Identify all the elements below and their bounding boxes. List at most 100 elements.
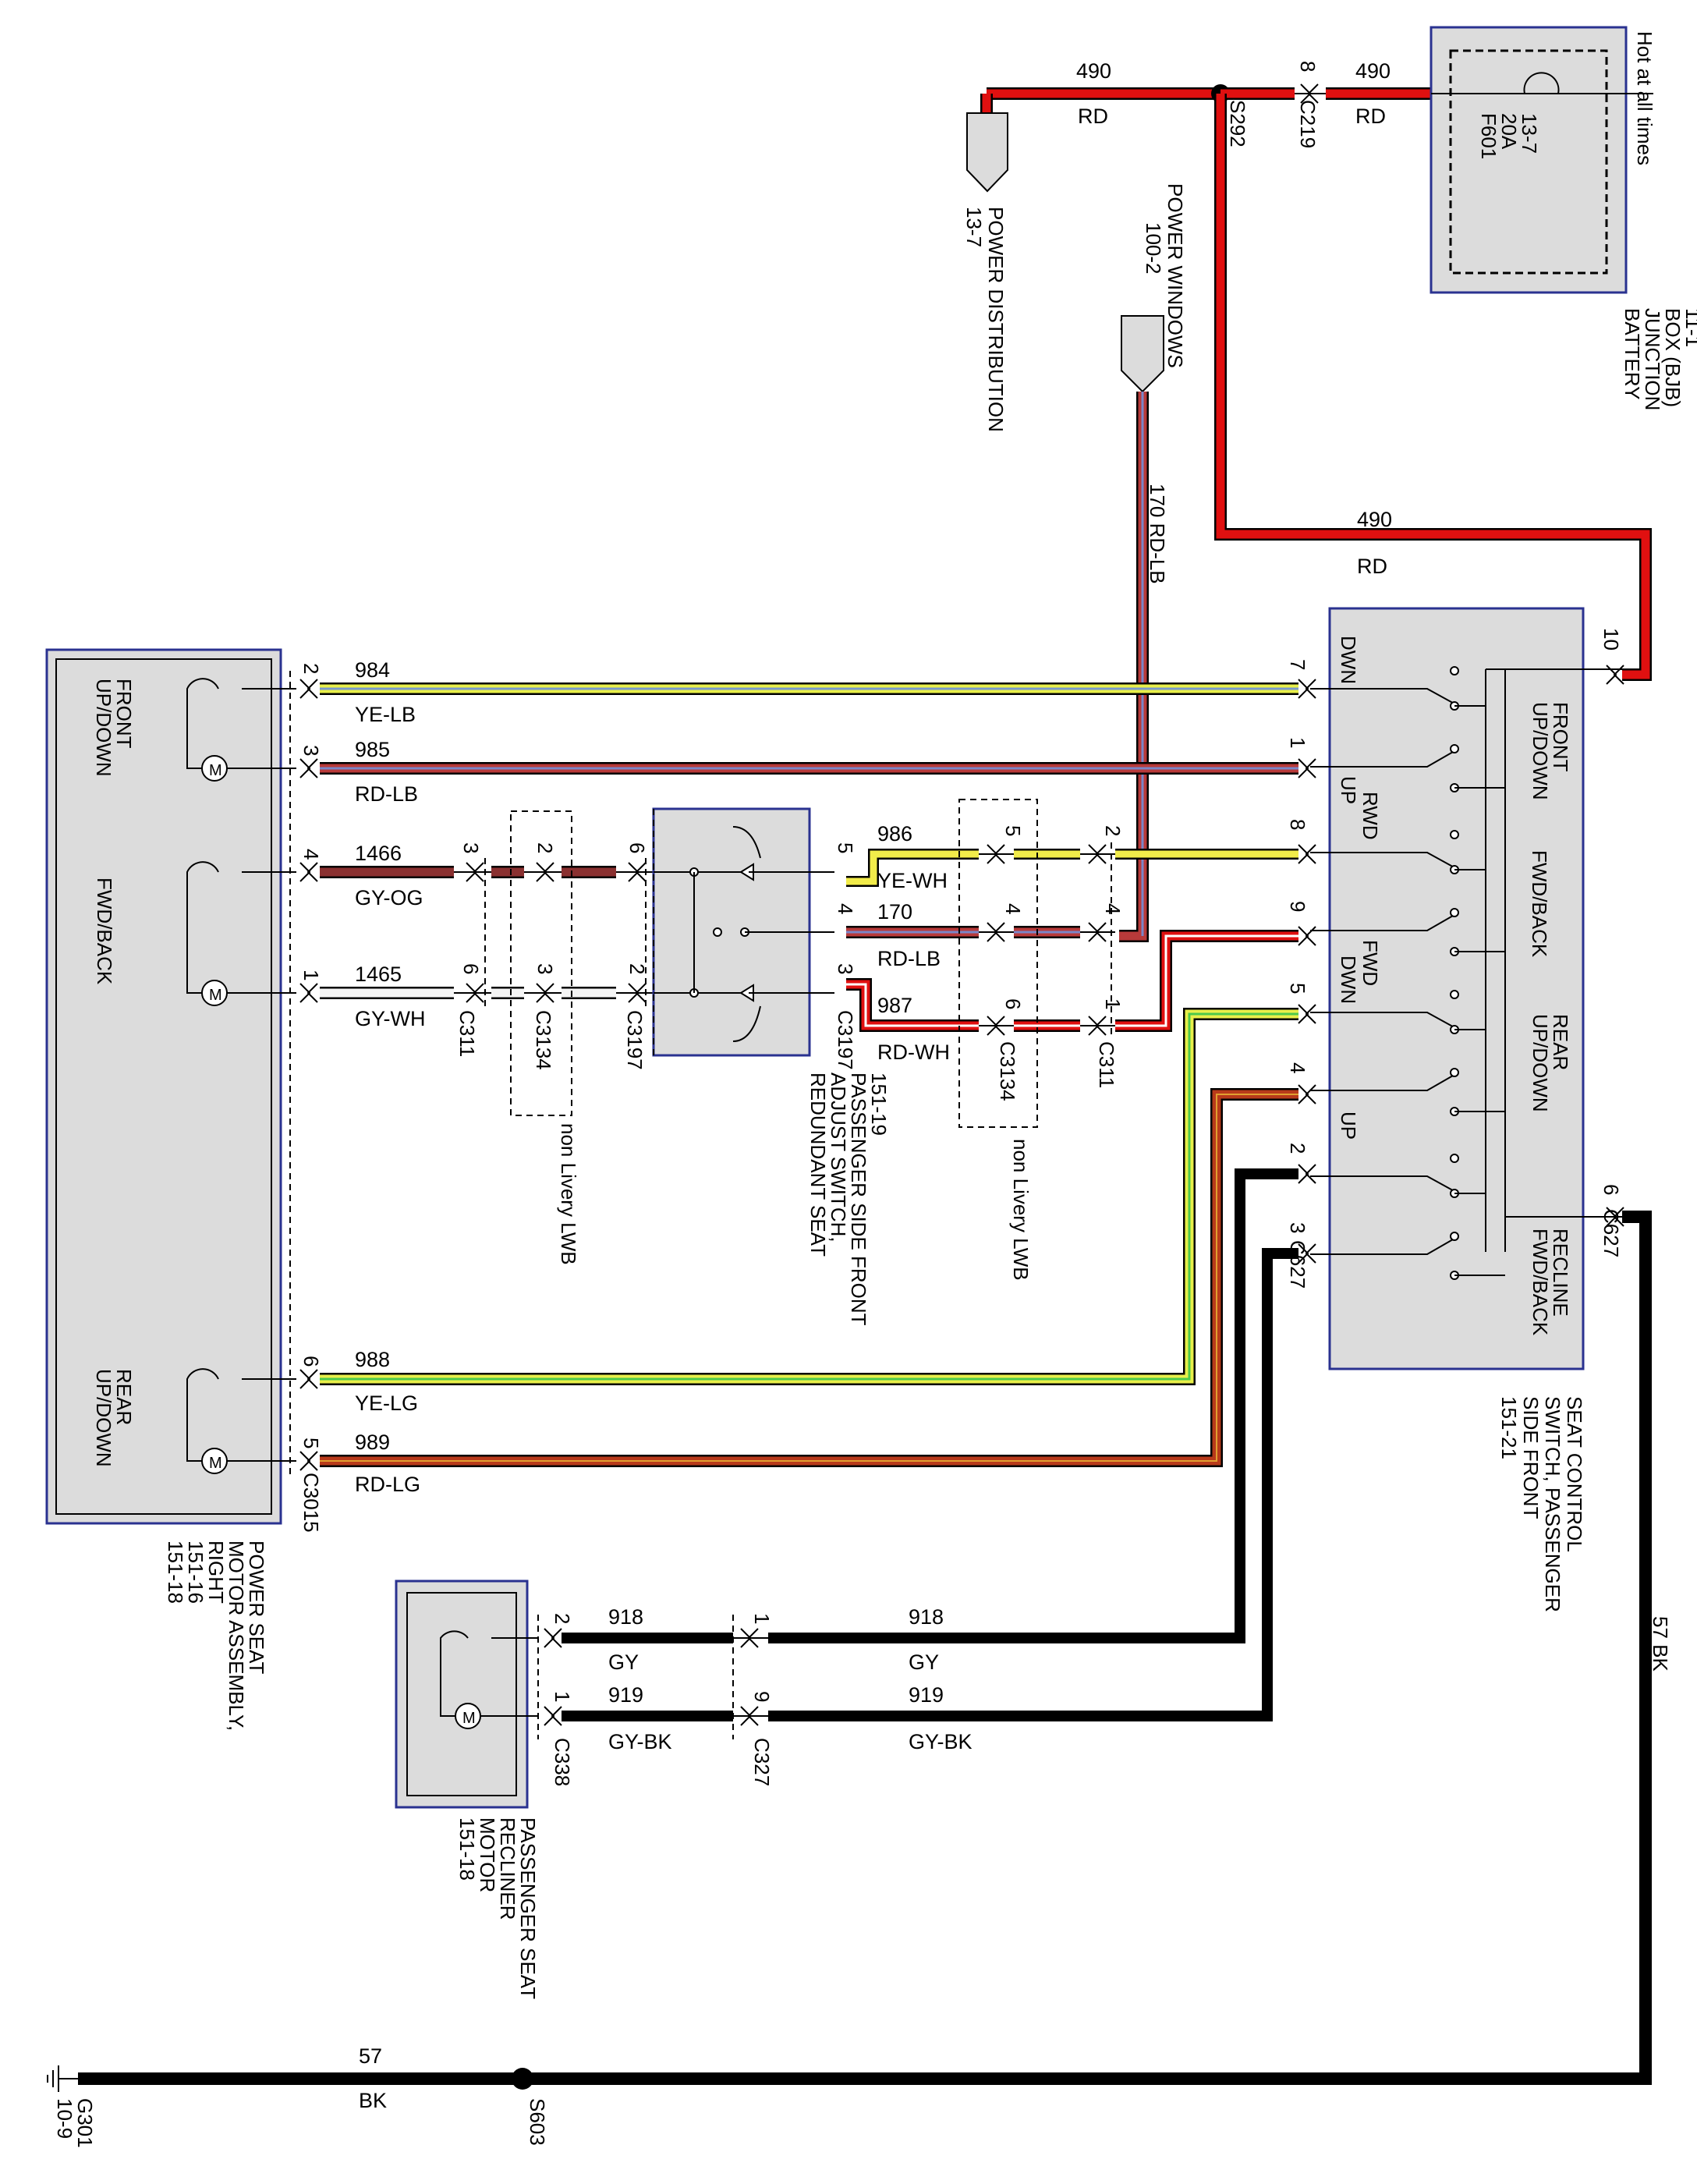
wire-170-vertical	[1119, 392, 1149, 942]
c327-pin-1: 1	[750, 1613, 774, 1624]
wire-490-feed-to-switch	[1214, 94, 1652, 681]
psm-label-fwd-back: FWD/BACK	[93, 878, 116, 985]
wire-918-b-color: GY	[909, 1650, 939, 1674]
c219-pin: 8	[1296, 61, 1320, 72]
left-pin-3: 3	[459, 842, 483, 853]
motor-front-up-down	[186, 678, 296, 782]
seat-switch-title-3: SIDE FRONT	[1519, 1396, 1543, 1519]
wire-57-vertical	[523, 1211, 1652, 2085]
connector-c338: C338	[551, 1738, 574, 1786]
wire-490-a-color: RD	[1078, 105, 1108, 128]
wire-170-vertical-label: 170 RD-LB	[1146, 484, 1169, 584]
psm-title-4: 151-16	[184, 1540, 207, 1604]
wire-490-c-num: 490	[1357, 508, 1392, 531]
motor-symbol-rear: M	[209, 1455, 222, 1472]
psm-pin-3: 3	[299, 745, 323, 756]
psm-pin-6: 6	[299, 1356, 323, 1367]
wire-490-a-num: 490	[1076, 59, 1111, 83]
wire-989	[320, 1088, 1298, 1467]
wire-918-a-num: 918	[608, 1605, 643, 1629]
psm-pin-4: 4	[299, 849, 323, 860]
recliner-pin-arrows	[544, 1628, 768, 1726]
motor-rear-up-down	[186, 1368, 296, 1474]
connector-c627-left: C627	[1286, 1240, 1309, 1289]
recliner-motor-symbol	[440, 1630, 538, 1729]
wire-985-color: RD-LB	[355, 782, 418, 806]
left-pin-2: 2	[533, 842, 557, 853]
label-up-2: UP	[1337, 1112, 1360, 1140]
wire-490-c-color: RD	[1357, 555, 1387, 578]
wire-1466-color: GY-OG	[355, 886, 423, 909]
motor-symbol-fwd-back: M	[209, 987, 222, 1004]
ground-icon	[47, 2065, 78, 2092]
power-windows-arrow	[1121, 315, 1164, 393]
motor-fwd-back	[186, 861, 296, 1006]
right-pin-1: 1	[1101, 998, 1125, 1009]
switch-pin-7: 7	[1286, 659, 1309, 670]
left-pin-3b: 3	[533, 963, 557, 974]
wire-988-num: 988	[355, 1348, 390, 1371]
wire-490-top-left	[980, 87, 1220, 113]
switch-pin-5: 5	[1286, 983, 1309, 994]
wire-986-num: 986	[877, 822, 912, 846]
seat-switch-title-1: SEAT CONTROL	[1563, 1396, 1586, 1552]
switch-pin-1: 1	[1286, 737, 1309, 748]
connector-c3134-left: C3134	[532, 1010, 555, 1070]
connector-c311-left: C311	[455, 1010, 479, 1057]
non-livery-left: non Livery LWB	[557, 1123, 580, 1265]
seat-control-switch	[1328, 607, 1585, 1370]
psm-title-2: MOTOR ASSEMBLY,	[225, 1540, 248, 1731]
wire-987-num: 987	[877, 994, 912, 1017]
psm-title-1: POWER SEAT	[245, 1540, 268, 1675]
rs-title-3: PASSENGER SIDE FRONT	[847, 1072, 870, 1326]
right-inline-connector-arrows	[979, 844, 1115, 1036]
psm-label-rear-up-down: UP/DOWN	[92, 1369, 115, 1467]
wire-919-a-num: 919	[608, 1683, 643, 1707]
power-windows-ref: 100-2	[1142, 222, 1165, 275]
right-pin-4b: 4	[1101, 903, 1125, 914]
rs-pin-5: 5	[834, 842, 857, 853]
bjb-title-2: JUNCTION	[1641, 308, 1664, 410]
psm-label-front: FRONT	[112, 679, 136, 749]
bjb-title-4: 11-1	[1681, 308, 1697, 347]
power-distribution-ref: 13-7	[962, 207, 986, 247]
switch-contacts	[1310, 666, 1505, 1280]
label-up: UP	[1337, 776, 1360, 804]
seat-switch-title-4: 151-21	[1497, 1396, 1521, 1459]
label-rear-up-down: UP/DOWN	[1529, 1014, 1552, 1112]
wire-170-num: 170	[877, 900, 912, 924]
rs-pin-3: 3	[834, 963, 857, 974]
splice-s603-label: S603	[526, 2098, 549, 2146]
wire-918	[562, 1168, 1298, 1643]
wire-490-b-num: 490	[1355, 59, 1391, 83]
psm-pin-5: 5	[299, 1438, 323, 1448]
wire-918-a-color: GY	[608, 1650, 639, 1674]
switch-pin-4: 4	[1286, 1062, 1309, 1073]
passenger-seat-recliner-motor	[395, 1580, 529, 1809]
wire-170-color: RD-LB	[877, 947, 941, 970]
label-front: FRONT	[1549, 702, 1572, 772]
wire-57-bottom-color: BK	[359, 2089, 387, 2112]
recliner-title-1: PASSENGER SEAT	[516, 1817, 540, 1999]
connector-c3197-left: C3197	[623, 1010, 647, 1070]
connector-c627-right: C627	[1600, 1209, 1623, 1257]
fuse-rating: 20A	[1497, 113, 1521, 150]
power-distribution-label: POWER DISTRIBUTION	[984, 207, 1008, 432]
wire-988	[320, 1008, 1298, 1385]
rs-title-1: REDUNDANT SEAT	[806, 1072, 830, 1257]
connector-c311-right: C311	[1095, 1041, 1118, 1088]
recliner-title-3: MOTOR	[476, 1817, 499, 1892]
connector-c3197-right: C3197	[834, 1010, 857, 1070]
wire-985-num: 985	[355, 738, 390, 761]
c3134-left-dashed-box	[510, 810, 572, 1116]
fuse-ref: 13-7	[1518, 113, 1541, 154]
label-fwd-back: FWD/BACK	[1528, 850, 1551, 958]
wire-919-a-color: GY-BK	[608, 1730, 672, 1753]
switch-pin-10: 10	[1600, 628, 1623, 651]
wire-1465-num: 1465	[355, 963, 402, 986]
ground-g301: G301	[73, 2098, 97, 2148]
battery-junction-box	[1430, 26, 1628, 294]
wire-57-bottom-num: 57	[359, 2044, 382, 2068]
label-rwd: RWD	[1359, 792, 1382, 840]
switch-pin-9: 9	[1286, 901, 1309, 912]
